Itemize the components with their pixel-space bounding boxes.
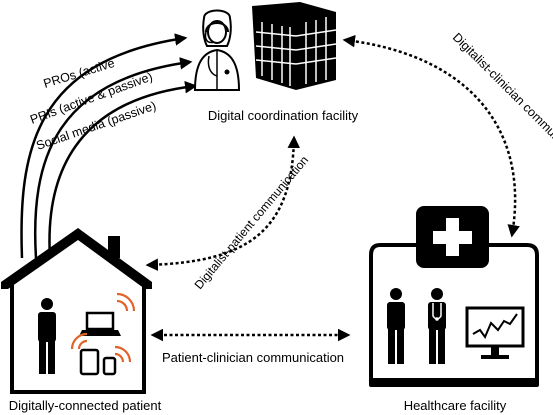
digitalist-clinician-connector bbox=[342, 34, 520, 238]
building-icon bbox=[252, 2, 337, 90]
wifi-icon bbox=[70, 332, 88, 350]
patient-clinician-label: Patient-clinician communication bbox=[162, 350, 344, 365]
digitalist-clinician-label: Digitalist-clinician communication bbox=[450, 30, 553, 170]
doctor-icon bbox=[428, 288, 446, 364]
patient-label: Digitally-connected patient bbox=[9, 398, 162, 413]
monitor-chart-icon bbox=[465, 306, 525, 359]
phone-icon bbox=[102, 356, 117, 376]
pros-stream-line bbox=[20, 33, 188, 259]
data-stream-curves bbox=[20, 33, 198, 259]
pris-stream-line bbox=[34, 57, 193, 259]
house-icon bbox=[1, 228, 152, 394]
medical-cross-icon bbox=[416, 206, 489, 268]
healthcare-label: Healthcare facility bbox=[404, 398, 507, 413]
person-icon bbox=[387, 288, 405, 364]
coordination-facility-label: Digital coordination facility bbox=[208, 108, 359, 123]
clinician-avatar-icon bbox=[193, 9, 241, 91]
tablet-icon bbox=[79, 348, 100, 376]
wifi-icon bbox=[116, 292, 136, 312]
laptop-icon bbox=[79, 311, 121, 336]
wifi-icon bbox=[114, 345, 132, 363]
digitalist-patient-label: Digitalist-patient communication bbox=[192, 153, 312, 292]
social-stream-line bbox=[48, 80, 198, 259]
digitalist-patient-connector bbox=[145, 135, 301, 271]
person-icon bbox=[38, 298, 56, 374]
